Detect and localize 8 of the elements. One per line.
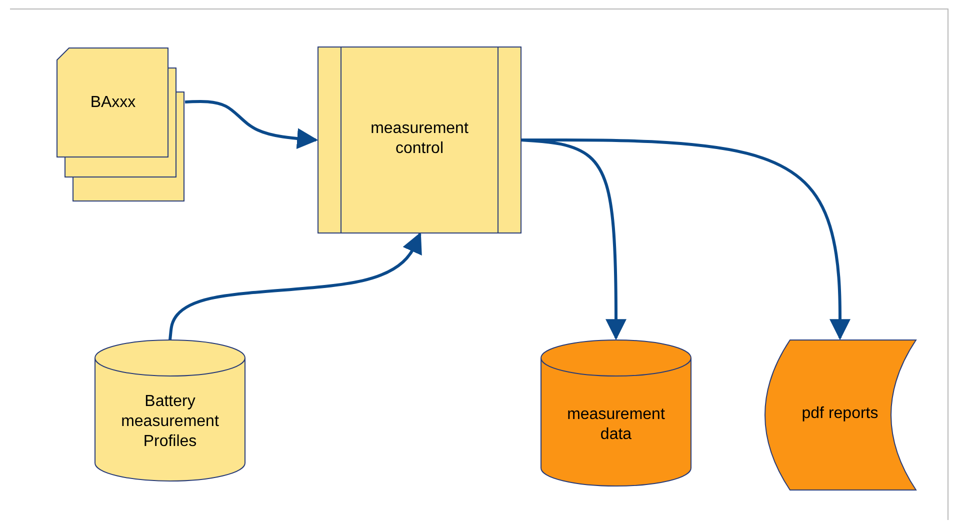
arrow [168, 232, 422, 340]
node-label: measurement data [566, 405, 666, 445]
node-label: measurement control [370, 119, 470, 159]
arrow [521, 138, 850, 340]
node-label: BAxxx [89, 93, 137, 113]
node-label: pdf reports [800, 404, 880, 424]
node-label: Battery measurement Profiles [120, 392, 220, 452]
arrow [184, 100, 318, 150]
